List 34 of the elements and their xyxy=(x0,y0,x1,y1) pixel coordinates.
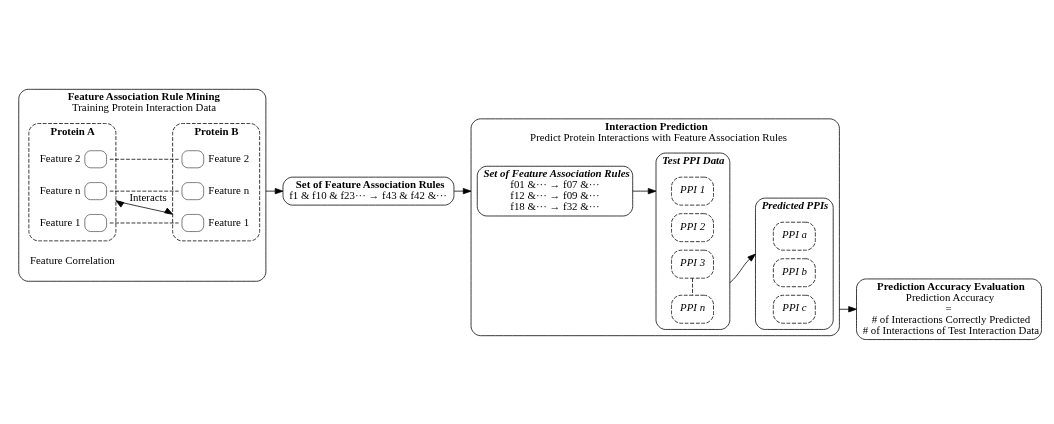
node-box xyxy=(181,149,205,168)
node-box: Set of Feature Association Rules f01 &··· → f07 &··· f12 &··· → f09 &··· f18 &··· → f32 &··· xyxy=(476,165,634,216)
arrow xyxy=(115,199,173,215)
node-box: PPI 1 xyxy=(671,176,714,205)
arrow xyxy=(632,187,657,194)
node-label: Feature 2 xyxy=(208,151,250,164)
node-box xyxy=(181,181,205,200)
label: Feature Correlation xyxy=(30,253,115,266)
node-label: Feature 2 xyxy=(39,151,81,164)
node-label: Feature 1 xyxy=(39,215,81,228)
node-label: Feature n xyxy=(39,183,81,196)
node-box: Prediction Accuracy Evaluation Prediction Accuracy = # of Interactions Correctly Predicted # of Interactions of Test Interaction Data xyxy=(856,278,1042,340)
node-box: PPI n xyxy=(671,294,714,324)
connector xyxy=(109,190,179,191)
node-box xyxy=(84,181,107,200)
node-box: PPI b xyxy=(772,257,816,287)
node-label: Feature 1 xyxy=(208,215,250,228)
arrow xyxy=(729,253,756,283)
node-box: PPI 3 xyxy=(671,249,714,279)
connector xyxy=(109,222,179,223)
connector xyxy=(692,277,693,296)
node-box xyxy=(84,149,107,168)
edge-label: Interacts xyxy=(129,190,167,203)
connector xyxy=(109,158,179,160)
node-box: PPI 2 xyxy=(671,212,714,242)
node-box xyxy=(181,213,205,232)
node-box xyxy=(84,213,107,232)
arrow xyxy=(265,187,284,194)
node-box: PPI a xyxy=(772,221,816,251)
node-box: PPI c xyxy=(772,294,816,324)
node-box: Set of Feature Association Rules f1 & f10 & f23··· → f43 & f42 &··· xyxy=(282,176,455,205)
node-label: Feature n xyxy=(208,183,250,196)
arrow xyxy=(839,305,857,312)
arrow xyxy=(453,187,472,194)
